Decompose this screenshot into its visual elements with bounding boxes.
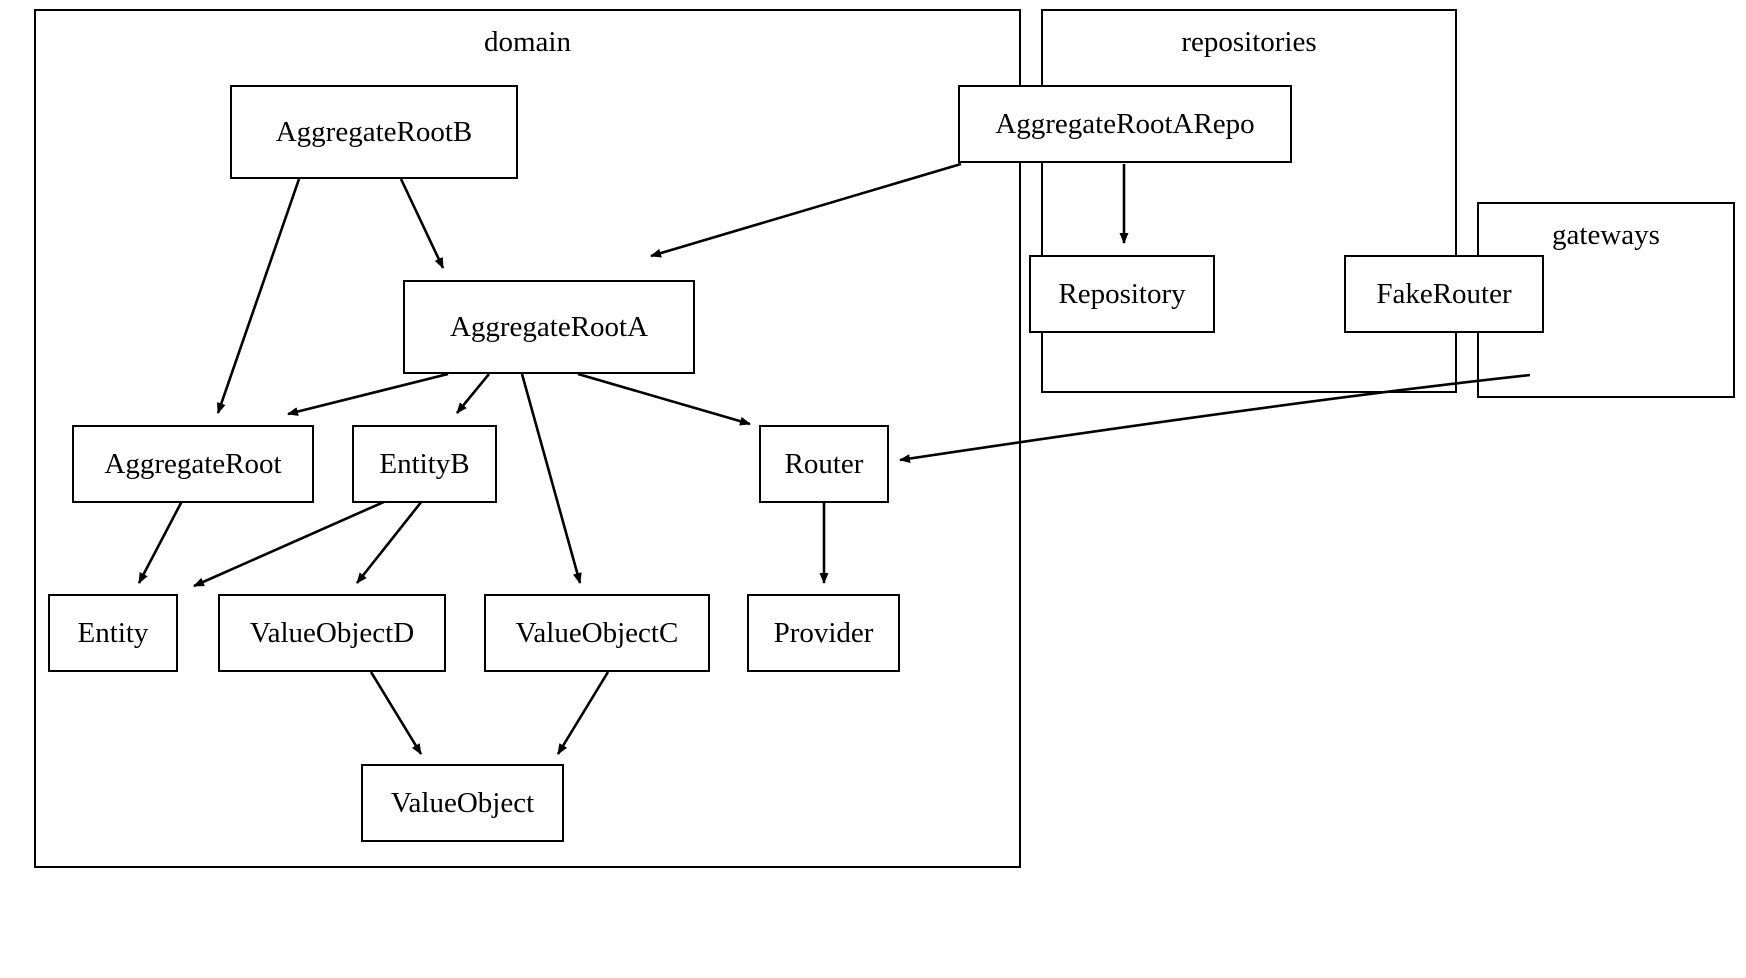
cluster-repositories-label: repositories bbox=[1181, 26, 1317, 58]
node-valueobjectc[interactable]: ValueObjectC bbox=[484, 594, 710, 672]
cluster-gateways-label: gateways bbox=[1552, 219, 1660, 251]
node-valueobjectc-label: ValueObjectC bbox=[515, 617, 679, 649]
node-router[interactable]: Router bbox=[759, 425, 889, 503]
node-aggregateroota[interactable]: AggregateRootA bbox=[403, 280, 695, 374]
node-entityb[interactable]: EntityB bbox=[352, 425, 497, 503]
node-entity[interactable]: Entity bbox=[48, 594, 178, 672]
cluster-domain-label: domain bbox=[484, 26, 571, 58]
cluster-repositories: repositories bbox=[1041, 9, 1457, 393]
node-entity-label: Entity bbox=[77, 617, 149, 649]
node-aggregaterootarepo[interactable]: AggregateRootARepo bbox=[958, 85, 1292, 163]
node-valueobjectd-label: ValueObjectD bbox=[249, 617, 415, 649]
node-aggregaterootb[interactable]: AggregateRootB bbox=[230, 85, 518, 179]
node-fakerouter-label: FakeRouter bbox=[1376, 278, 1512, 310]
node-repository-label: Repository bbox=[1058, 278, 1186, 310]
node-provider-label: Provider bbox=[773, 617, 874, 649]
node-valueobjectd[interactable]: ValueObjectD bbox=[218, 594, 446, 672]
node-valueobject-label: ValueObject bbox=[390, 787, 535, 819]
node-provider[interactable]: Provider bbox=[747, 594, 900, 672]
node-aggregateroot-label: AggregateRoot bbox=[104, 448, 282, 480]
node-fakerouter[interactable]: FakeRouter bbox=[1344, 255, 1544, 333]
node-aggregateroot[interactable]: AggregateRoot bbox=[72, 425, 314, 503]
node-aggregaterootarepo-label: AggregateRootARepo bbox=[995, 108, 1255, 140]
node-entityb-label: EntityB bbox=[379, 448, 470, 480]
node-valueobject[interactable]: ValueObject bbox=[361, 764, 564, 842]
node-aggregateroota-label: AggregateRootA bbox=[449, 311, 649, 343]
node-repository[interactable]: Repository bbox=[1029, 255, 1215, 333]
node-aggregaterootb-label: AggregateRootB bbox=[275, 116, 473, 148]
node-router-label: Router bbox=[784, 448, 864, 480]
